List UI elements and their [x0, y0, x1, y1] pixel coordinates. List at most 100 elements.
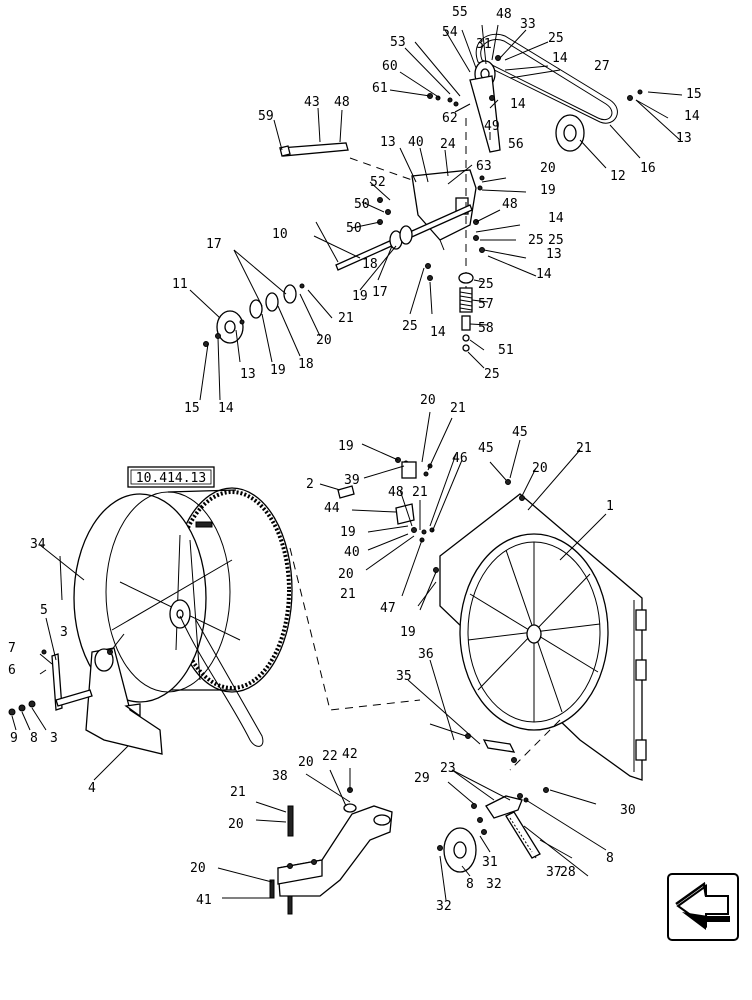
part-label: 19	[352, 289, 368, 304]
part-label: 32	[486, 877, 502, 892]
right-panel-assembly	[337, 457, 647, 873]
part-label: 8	[606, 851, 614, 866]
part-label: 14	[218, 401, 234, 416]
part-label: 44	[324, 501, 340, 516]
part-label: 60	[382, 59, 398, 74]
part-label: 24	[440, 137, 456, 152]
part-label: 46	[452, 451, 468, 466]
part-label: 54	[442, 25, 458, 40]
part-label: 22	[322, 749, 338, 764]
part-label: 32	[436, 899, 452, 914]
part-label: 39	[344, 473, 360, 488]
part-label: 42	[342, 747, 358, 762]
part-label: 21	[576, 441, 592, 456]
part-label: 58	[478, 321, 494, 336]
part-label: 25	[548, 31, 564, 46]
part-label: 20	[420, 393, 436, 408]
part-label: 9	[10, 731, 18, 746]
part-label: 20	[190, 861, 206, 876]
part-label: 16	[640, 161, 656, 176]
part-label: 20	[228, 817, 244, 832]
part-label: 53	[390, 35, 406, 50]
part-label: 50	[346, 221, 362, 236]
part-label: 37	[546, 865, 562, 880]
part-label: 13	[240, 367, 256, 382]
part-label: 40	[344, 545, 360, 560]
part-label: 31	[476, 37, 492, 52]
part-label: 2	[306, 477, 314, 492]
part-label: 45	[512, 425, 528, 440]
arrow-nav-icon[interactable]	[667, 873, 739, 941]
part-label: 48	[496, 7, 512, 22]
reference-box[interactable]	[127, 466, 215, 488]
part-label: 19	[270, 363, 286, 378]
left-wheel-assembly: 10.414.13	[8, 466, 421, 755]
part-label: 3	[60, 625, 68, 640]
part-label: 21	[338, 311, 354, 326]
part-label: 6	[8, 663, 16, 678]
part-label: 47	[380, 601, 396, 616]
part-label: 21	[230, 785, 246, 800]
part-label: 29	[414, 771, 430, 786]
part-label: 20	[316, 333, 332, 348]
part-label: 13	[546, 247, 562, 262]
part-label: 21	[340, 587, 356, 602]
part-label: 12	[610, 169, 626, 184]
part-label: 14	[552, 51, 568, 66]
part-label: 45	[478, 441, 494, 456]
part-label: 20	[338, 567, 354, 582]
part-label: 15	[686, 87, 702, 102]
part-label: 3	[50, 731, 58, 746]
part-label: 63	[476, 159, 492, 174]
part-label: 21	[450, 401, 466, 416]
leader-lines	[11, 24, 683, 901]
part-label: 25	[484, 367, 500, 382]
part-label: 55	[452, 5, 468, 20]
part-label: 43	[304, 95, 320, 110]
part-label: 52	[370, 175, 386, 190]
bottom-bracket-assembly	[269, 787, 393, 915]
reference-label: 10.414.13	[136, 471, 206, 486]
part-label: 19	[340, 525, 356, 540]
part-label: 49	[484, 119, 500, 134]
part-label: 10	[272, 227, 288, 242]
part-label: 33	[520, 17, 536, 32]
part-label: 18	[298, 357, 314, 372]
part-label: 13	[380, 135, 396, 150]
upper-shaft-assembly	[203, 33, 643, 352]
part-label: 27	[594, 59, 610, 74]
part-label: 28	[560, 865, 576, 880]
part-label: 41	[196, 893, 212, 908]
part-label: 4	[88, 781, 96, 796]
part-label: 17	[372, 285, 388, 300]
part-label: 20	[540, 161, 556, 176]
part-label: 19	[338, 439, 354, 454]
part-label: 23	[440, 761, 456, 776]
part-label: 36	[418, 647, 434, 662]
part-label: 25	[528, 233, 544, 248]
part-label: 59	[258, 109, 274, 124]
part-label: 19	[400, 625, 416, 640]
part-label: 15	[184, 401, 200, 416]
part-label: 25	[402, 319, 418, 334]
part-label: 38	[272, 769, 288, 784]
part-label: 7	[8, 641, 16, 656]
part-label: 57	[478, 297, 494, 312]
part-label: 18	[362, 257, 378, 272]
part-label: 5	[40, 603, 48, 618]
part-label: 34	[30, 537, 46, 552]
part-label: 1	[606, 499, 614, 514]
part-label: 30	[620, 803, 636, 818]
part-label: 19	[540, 183, 556, 198]
part-label: 13	[676, 131, 692, 146]
part-label: 8	[466, 877, 474, 892]
part-label: 35	[396, 669, 412, 684]
part-label: 14	[548, 211, 564, 226]
part-label: 20	[298, 755, 314, 770]
part-label: 14	[510, 97, 526, 112]
part-label: 21	[412, 485, 428, 500]
part-label: 51	[498, 343, 514, 358]
part-label: 25	[548, 233, 564, 248]
part-label: 14	[430, 325, 446, 340]
